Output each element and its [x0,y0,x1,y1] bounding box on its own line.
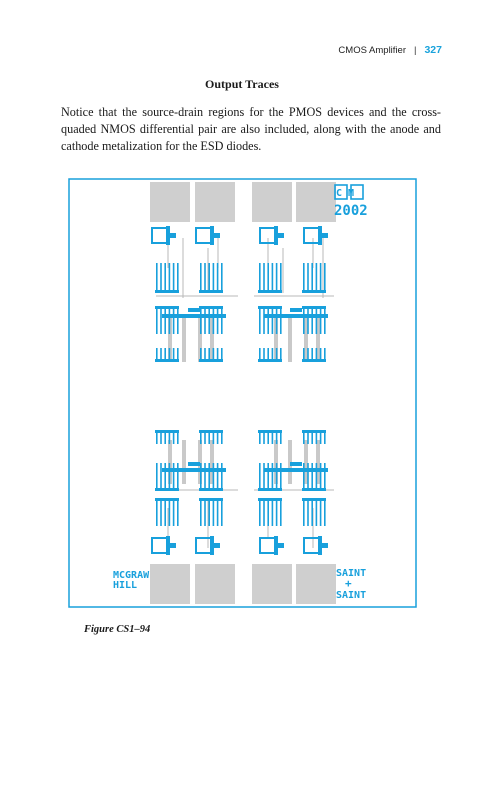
bond-pad [252,182,292,222]
section-title: Output Traces [205,77,279,91]
transistor-comb [155,463,179,491]
transistor-comb [302,498,326,526]
strap-tab [290,308,302,312]
figure-border [68,178,417,608]
poly-strip [304,440,308,484]
poly-strip [274,318,278,362]
strap [162,468,226,472]
author-line1: SAINT [336,568,366,579]
esd-diode [259,536,284,555]
logo-box: C M [334,184,364,200]
transistor-comb [302,430,326,444]
esd-diode [259,226,284,245]
strap-tab [188,308,200,312]
poly-strip [288,318,292,362]
bond-pads [150,182,336,604]
bond-pad [150,564,190,604]
transistor-comb [258,463,282,491]
layout-drawing: C M 2002 MCGRAW HILL SAINT + SAINT [68,178,417,608]
bond-pad [296,564,336,604]
transistor-comb [302,263,326,293]
transistor-comb [302,306,326,334]
transistor-comb [258,430,282,444]
transistor-comb [258,348,282,362]
bond-pad [195,564,235,604]
esd-diode [303,536,328,555]
running-header: CMOS Amplifier | 327 [338,44,442,56]
running-title: CMOS Amplifier [338,44,406,56]
bond-pad [296,182,336,222]
transistor-comb [155,263,179,293]
figure-caption: Figure CS1–94 [84,624,151,635]
publisher-line2: HILL [113,580,137,591]
body-paragraph: Notice that the source-drain regions for… [61,105,441,153]
poly-strip [316,440,320,484]
transistor-comb [199,348,223,362]
poly-strip [210,318,214,362]
strap [162,314,226,318]
page-number: 327 [424,44,442,56]
poly-strip [304,318,308,362]
strap-tab [188,462,200,466]
poly-strip [168,440,172,484]
bond-pad [252,564,292,604]
year-label: 2002 [334,203,368,219]
transistor-comb [155,430,179,444]
esd-diode [195,536,220,555]
transistor-comb [258,263,282,293]
poly-strip [274,440,278,484]
bond-pad [195,182,235,222]
transistor-comb [302,348,326,362]
transistor-comb [199,306,223,334]
transistor-comb [155,348,179,362]
strap-tab [290,462,302,466]
transistor-comb [199,263,223,293]
publisher-line1: MCGRAW [113,570,150,581]
transistor-comb [258,306,282,334]
transistor-comb [155,498,179,526]
transistor-comb [258,498,282,526]
esd-diode [195,226,220,245]
author-line2: SAINT [336,590,366,601]
layout-figure: C M 2002 MCGRAW HILL SAINT + SAINT [68,178,417,608]
transistor-comb [199,463,223,491]
author-plus: + [345,577,352,590]
esd-diode [303,226,328,245]
poly-strip [210,440,214,484]
header-separator: | [414,44,417,56]
bond-pad [150,182,190,222]
logo-text: C M [336,188,354,199]
transistor-comb [199,430,223,444]
device-array [151,226,328,555]
transistor-comb [199,498,223,526]
transistor-comb [155,306,179,334]
poly-strip [316,318,320,362]
strap [264,314,328,318]
poly-strip [168,318,172,362]
strap [264,468,328,472]
esd-diode [151,536,176,555]
esd-diode [151,226,176,245]
poly-strip [182,440,186,484]
poly-strip [198,318,202,362]
transistor-comb [302,463,326,491]
poly-strip [182,318,186,362]
